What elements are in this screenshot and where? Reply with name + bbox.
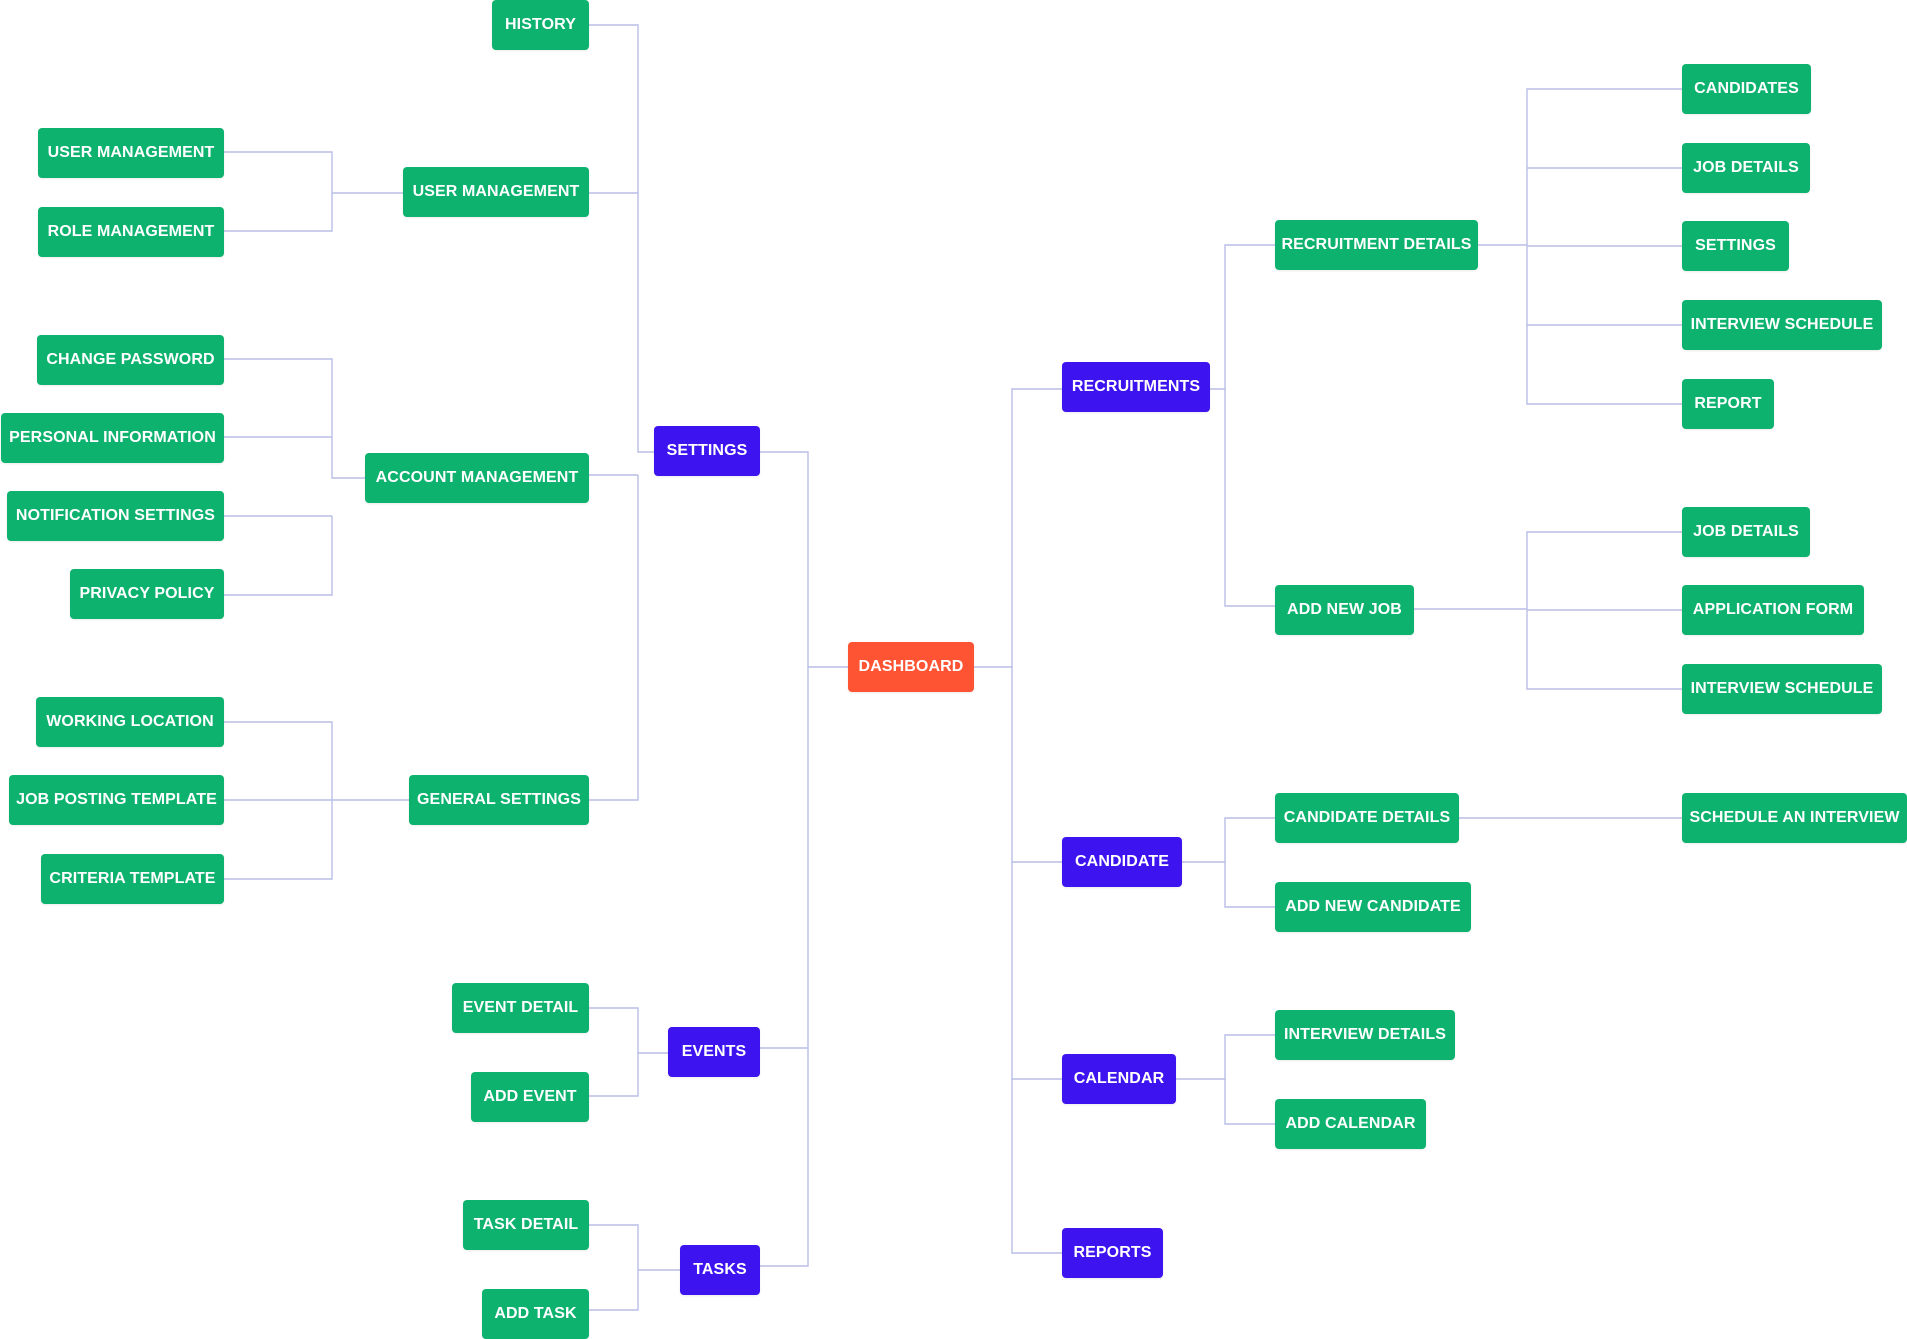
- user-management-leaf-node[interactable]: USER MANAGEMENT: [38, 128, 224, 178]
- add-event-node[interactable]: ADD EVENT: [471, 1072, 589, 1122]
- general-settings-node[interactable]: GENERAL SETTINGS: [409, 775, 589, 825]
- connector-tasks-detail: [589, 1224, 680, 1271]
- task-detail-node[interactable]: TASK DETAIL: [463, 1200, 589, 1250]
- interview-details-node[interactable]: INTERVIEW DETAILS: [1275, 1010, 1455, 1060]
- report-node[interactable]: REPORT: [1682, 379, 1774, 429]
- job-details-2-node[interactable]: JOB DETAILS: [1682, 507, 1810, 557]
- settings-leaf-node[interactable]: SETTINGS: [1682, 221, 1789, 271]
- connector-tasks-add: [589, 1270, 639, 1311]
- connector-cand-add: [1224, 862, 1275, 908]
- interview-schedule-2-node[interactable]: INTERVIEW SCHEDULE: [1682, 664, 1882, 714]
- application-form-node[interactable]: APPLICATION FORM: [1682, 585, 1864, 635]
- connector-am-privacy: [224, 516, 333, 596]
- connector-dashboard-calendar: [1011, 862, 1062, 1080]
- connector-gs-working-location: [224, 721, 409, 801]
- candidates-node[interactable]: CANDIDATES: [1682, 64, 1811, 114]
- schedule-an-interview-node[interactable]: SCHEDULE AN INTERVIEW: [1682, 793, 1907, 843]
- connector-settings-history: [589, 24, 654, 453]
- connector-rec-addjob: [1224, 389, 1275, 607]
- calendar-node[interactable]: CALENDAR: [1062, 1054, 1176, 1104]
- criteria-template-node[interactable]: CRITERIA TEMPLATE: [41, 854, 224, 904]
- history-node[interactable]: HISTORY: [492, 0, 589, 50]
- connector-rd-candidates: [1478, 88, 1682, 246]
- events-node[interactable]: EVENTS: [668, 1027, 760, 1077]
- connector-anj-interview: [1526, 610, 1682, 690]
- add-task-node[interactable]: ADD TASK: [482, 1289, 589, 1339]
- interview-schedule-node[interactable]: INTERVIEW SCHEDULE: [1682, 300, 1882, 350]
- connector-events-add: [589, 1053, 639, 1097]
- candidate-node[interactable]: CANDIDATE: [1062, 837, 1182, 887]
- connector-dashboard-events: [760, 667, 809, 1049]
- settings-node[interactable]: SETTINGS: [654, 426, 760, 476]
- notification-settings-node[interactable]: NOTIFICATION SETTINGS: [7, 491, 224, 541]
- change-password-node[interactable]: CHANGE PASSWORD: [37, 335, 224, 385]
- candidate-details-node[interactable]: CANDIDATE DETAILS: [1275, 793, 1459, 843]
- working-location-node[interactable]: WORKING LOCATION: [36, 697, 224, 747]
- job-posting-template-node[interactable]: JOB POSTING TEMPLATE: [9, 775, 224, 825]
- add-new-job-node[interactable]: ADD NEW JOB: [1275, 585, 1414, 635]
- connector-settings-general-settings: [589, 475, 639, 801]
- connector-events-detail: [589, 1007, 668, 1054]
- connector-am-change-password: [224, 358, 365, 479]
- connector-rd-report: [1526, 325, 1682, 405]
- connector-cand-details: [1182, 817, 1275, 863]
- connector-dashboard-settings: [760, 451, 848, 668]
- dashboard-node[interactable]: DASHBOARD: [848, 642, 974, 692]
- tasks-node[interactable]: TASKS: [680, 1245, 760, 1295]
- job-details-node[interactable]: JOB DETAILS: [1682, 143, 1810, 193]
- connector-um-role: [224, 193, 333, 232]
- connector-dashboard-tasks: [760, 1048, 809, 1267]
- connector-anj-job-details: [1414, 531, 1682, 610]
- connector-gs-criteria: [224, 800, 333, 880]
- add-calendar-node[interactable]: ADD CALENDAR: [1275, 1099, 1426, 1149]
- add-new-candidate-node[interactable]: ADD NEW CANDIDATE: [1275, 882, 1471, 932]
- connector-cal-add: [1224, 1079, 1275, 1125]
- connector-rec-details: [1210, 244, 1275, 390]
- connector-dashboard-recruitments: [974, 388, 1062, 668]
- connector-dashboard-reports: [1011, 1079, 1062, 1254]
- privacy-policy-node[interactable]: PRIVACY POLICY: [70, 569, 224, 619]
- connector-dashboard-candidate: [1011, 667, 1062, 863]
- personal-information-node[interactable]: PERSONAL INFORMATION: [1, 413, 224, 463]
- recruitment-details-node[interactable]: RECRUITMENT DETAILS: [1275, 220, 1478, 270]
- event-detail-node[interactable]: EVENT DETAIL: [452, 983, 589, 1033]
- connector-cal-interview: [1176, 1034, 1275, 1080]
- account-management-node[interactable]: ACCOUNT MANAGEMENT: [365, 453, 589, 503]
- reports-node[interactable]: REPORTS: [1062, 1228, 1163, 1278]
- recruitments-node[interactable]: RECRUITMENTS: [1062, 362, 1210, 412]
- connector-um-user: [224, 151, 403, 194]
- role-management-node[interactable]: ROLE MANAGEMENT: [38, 207, 224, 257]
- connector-rd-interview: [1526, 246, 1682, 326]
- user-management-node[interactable]: USER MANAGEMENT: [403, 167, 589, 217]
